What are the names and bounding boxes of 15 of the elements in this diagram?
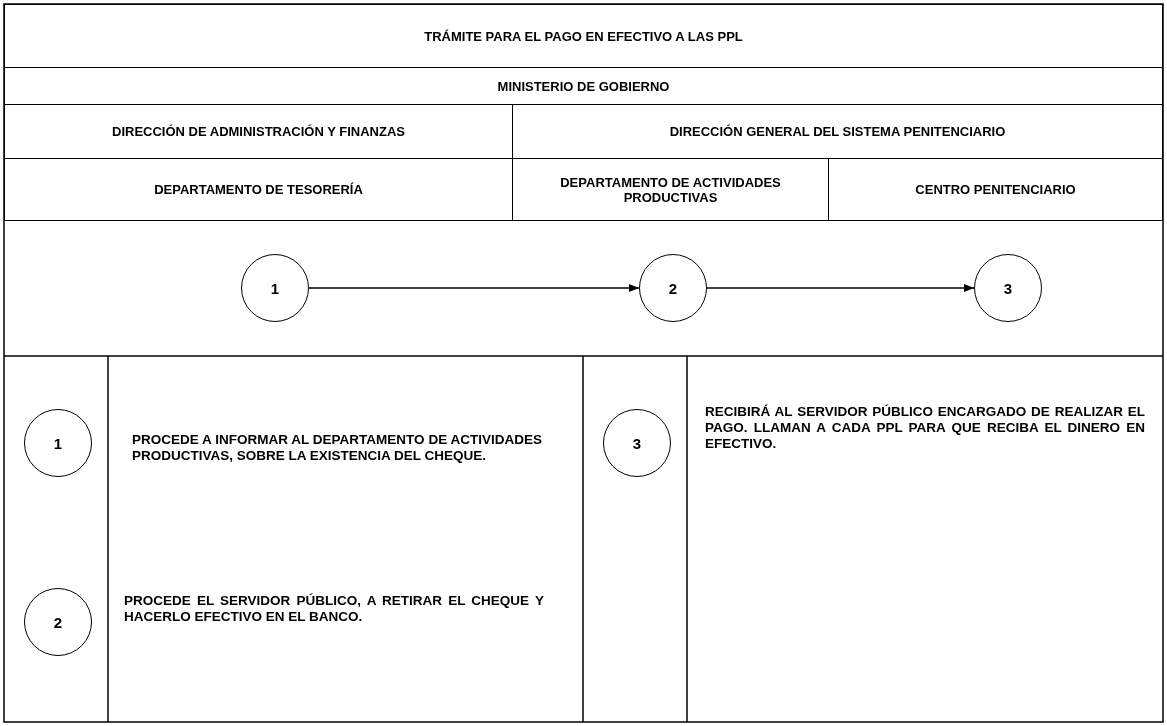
step-number-circle: 3 <box>603 409 671 477</box>
step-number-circle: 1 <box>24 409 92 477</box>
step-number-circle: 2 <box>24 588 92 656</box>
header-cell: CENTRO PENITENCIARIO <box>828 158 1163 221</box>
step-description: PROCEDE EL SERVIDOR PÚBLICO, A RETIRAR EL CHEQUE Y HACERLO EFECTIVO EN EL BANCO. <box>124 593 544 625</box>
arrow <box>706 283 975 293</box>
header-cell: MINISTERIO DE GOBIERNO <box>4 67 1163 105</box>
header-cell: TRÁMITE PARA EL PAGO EN EFECTIVO A LAS PPL <box>4 4 1163 68</box>
header-cell: DEPARTAMENTO DE TESORERÍA <box>4 158 513 221</box>
arrow <box>308 283 640 293</box>
step-description: PROCEDE A INFORMAR AL DEPARTAMENTO DE ACTIVIDADES PRODUCTIVAS, SOBRE LA EXISTENCIA DEL CHEQUE. <box>132 432 542 464</box>
step-number-circle: 2 <box>639 254 707 322</box>
step-number-circle: 3 <box>974 254 1042 322</box>
step-description: RECIBIRÁ AL SERVIDOR PÚBLICO ENCARGADO DE REALIZAR EL PAGO. LLAMAN A CADA PPL PARA QUE RECIBA EL DINERO EN EFECTIVO. <box>705 404 1145 452</box>
step-number-circle: 1 <box>241 254 309 322</box>
